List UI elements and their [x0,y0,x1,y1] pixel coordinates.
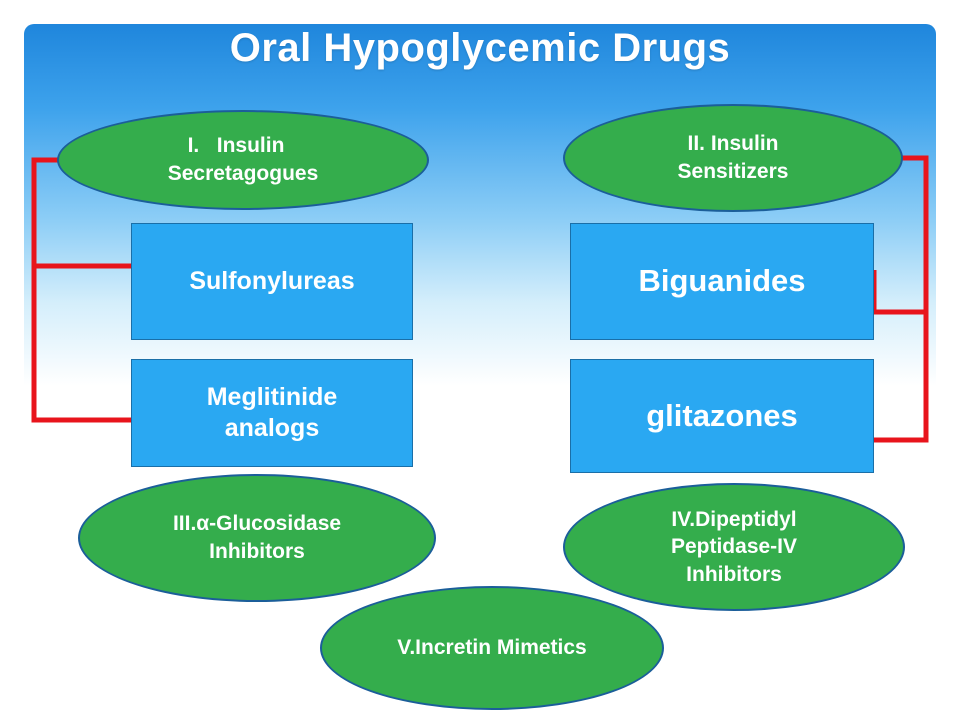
group-insulin-secretagogues-line1: I. Insulin [187,133,285,157]
drug-glitazones-box: glitazones [570,359,874,473]
group-glucosidase-inhibitors-line2: Inhibitors [209,540,305,563]
drug-biguanides-box: Biguanides [570,223,874,340]
drug-glitazones-label: glitazones [646,397,798,433]
connector-right-biguanides [871,270,926,315]
group-dpp4-inhibitors-line1: IV.Dipeptidyl [671,508,797,532]
drug-meglitinide-box: Meglitinide analogs [131,359,413,467]
group-dpp4-inhibitors-oval: IV.Dipeptidyl Peptidase-IV Inhibitors [563,483,905,611]
group-dpp4-inhibitors-line3: Inhibitors [686,562,782,586]
drug-sulfonylureas-box: Sulfonylureas [131,223,413,340]
group-incretin-mimetics-oval: V.Incretin Mimetics [320,586,664,710]
group-glucosidase-inhibitors-oval: III.α-Glucosidase Inhibitors [78,474,436,602]
group-insulin-secretagogues-oval: I. Insulin Secretagogues [57,110,429,210]
group-dpp4-inhibitors-line2: Peptidase-IV [670,535,798,559]
group-insulin-sensitizers-line1: II. Insulin [687,131,779,155]
group-glucosidase-inhibitors-line1: III.α-Glucosidase [172,511,342,535]
group-insulin-sensitizers-line2: Sensitizers [677,160,789,183]
connector-left-main [31,157,131,423]
group-insulin-secretagogues-line2: Secretagogues [167,162,319,185]
drug-biguanides-label: Biguanides [638,263,806,299]
drug-meglitinide-line2: analogs [224,414,320,442]
group-incretin-mimetics-line1: V.Incretin Mimetics [397,635,587,659]
drug-sulfonylureas-label: Sulfonylureas [189,266,355,295]
connector-right-main [874,155,929,443]
slide-title: Oral Hypoglycemic Drugs [229,26,731,70]
group-insulin-sensitizers-oval: II. Insulin Sensitizers [563,104,903,212]
drug-meglitinide-line1: Meglitinide [206,382,338,411]
